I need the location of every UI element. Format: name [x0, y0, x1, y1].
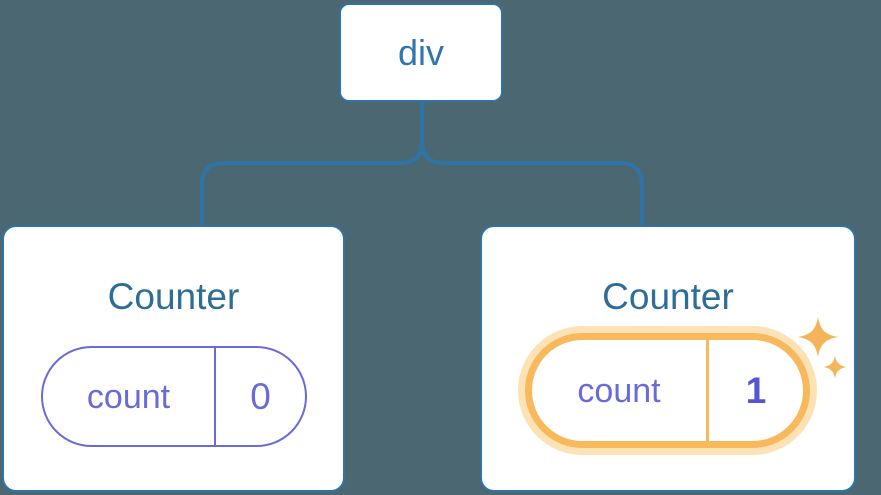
state-value: 0 — [250, 376, 271, 417]
counter-title: Counter — [602, 276, 734, 317]
state-pill-highlighted: count 1 — [525, 333, 810, 448]
tree-node-div: div — [339, 3, 503, 102]
state-key-label: count — [532, 340, 709, 441]
state-key-label: count — [43, 348, 216, 445]
counter-title: Counter — [107, 276, 240, 317]
state-pill: count 0 — [41, 346, 307, 447]
counter-card-left: Counter count 0 — [2, 225, 345, 492]
state-value: 1 — [745, 370, 767, 411]
counter-card-right: Counter count 1 — [480, 225, 856, 492]
div-node-label: div — [397, 31, 445, 73]
connector-left-branch — [200, 102, 424, 226]
connector-right-branch — [420, 102, 644, 226]
